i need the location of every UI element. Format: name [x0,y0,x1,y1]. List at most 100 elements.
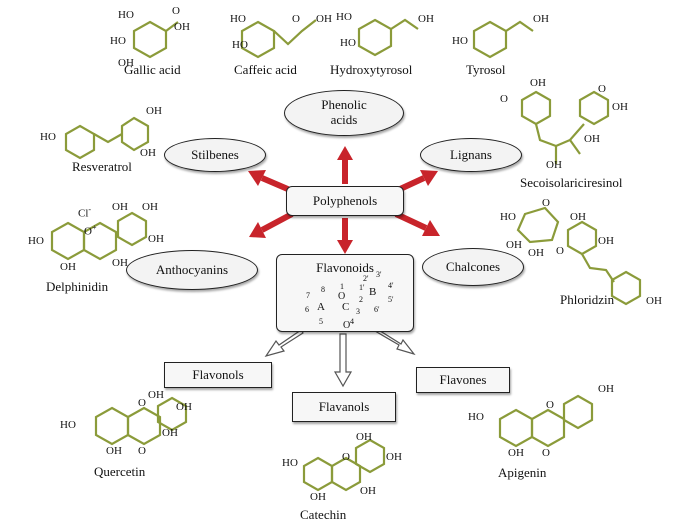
group-oh: OH [112,257,128,269]
group-o: O [138,445,146,457]
arrowhead-phenolic-acids [337,146,353,160]
polyphenols-node: Polyphenols [286,186,404,216]
group-o: O [598,83,606,95]
group-o: O+ [84,223,97,238]
group-oh: OH [316,13,332,25]
num-2: 2 [359,295,363,304]
num-8: 8 [321,285,325,294]
phloridzin-ring-b [610,270,642,306]
phenolic-acids-node: Phenolic acids [284,90,404,136]
group-ho: HO [500,211,516,223]
ring-label-c: C [342,301,350,313]
group-ho: HO [340,37,356,49]
num-6p: 6' [374,305,380,314]
phloridzin-ring-a [566,220,598,256]
group-oh: OH [546,159,562,171]
arrowhead-chalcones [422,220,440,236]
flavonols-node: Flavonols [164,362,272,388]
group-o: O [546,399,554,411]
num-5p: 5' [388,295,394,304]
group-o: O [292,13,300,25]
hollow-arrows [264,328,416,388]
group-oh: OH [584,133,600,145]
tyrosol-ring [472,20,508,59]
seco-ring-1 [520,90,552,126]
group-ho: HO [110,35,126,47]
gallic-acid-bond [165,21,179,32]
stilbenes-node: Stilbenes [164,138,266,172]
arrow-to-stilbenes [260,175,292,193]
group-oh: OH [112,201,128,213]
seco-bond-2 [569,139,581,155]
ring-oxygen: O [338,291,346,302]
group-oh: OH [310,491,326,503]
group-oh: OH [176,401,192,413]
carbonyl-oxygen: O [343,320,351,331]
group-ho: HO [60,419,76,431]
arrow-to-chalcones [394,211,428,231]
seco-ring-2 [578,90,610,126]
apigenin-ring-b [562,394,594,430]
group-oh: OH [646,295,662,307]
phloridzin-chain [581,253,615,283]
chalcones-node: Chalcones [422,248,524,286]
num-4p: 4' [388,281,394,290]
group-ho: HO [336,11,352,23]
flavanols-node: Flavanols [292,392,396,422]
group-ho: HO [232,39,248,51]
num-3: 3 [356,307,360,316]
ring-label-b: B [369,286,377,298]
group-oh: OH [530,77,546,89]
hollow-arrow-flavonols [264,329,304,358]
red-arrows [248,146,440,254]
anthocyanins-node: Anthocyanins [126,250,258,290]
group-oh: OH [146,105,162,117]
secoisolariciresinol-label: Secoisolariciresinol [520,175,623,190]
group-o: O [500,93,508,105]
resveratrol-bridge [93,133,123,144]
hollow-arrow-flavanols [333,333,353,388]
group-o: O [172,5,180,17]
group-oh: OH [506,239,522,251]
group-oh: OH [148,389,164,401]
num-6: 6 [305,305,309,314]
group-ho: HO [468,411,484,423]
num-5: 5 [319,317,323,326]
group-o: O [342,451,350,463]
group-oh: OH [106,445,122,457]
group-oh: OH [612,101,628,113]
hydroxytyrosol-label: Hydroxytyrosol [330,62,413,77]
structures [50,18,642,492]
group-ho: HO [28,235,44,247]
arrow-to-anthocyanins [260,211,294,233]
group-oh: OH [140,147,156,159]
group-ho: HO [282,457,298,469]
group-o: O [556,245,564,257]
group-o: O [542,447,550,459]
num-2p: 2' [363,274,369,283]
quercetin-ring-a [94,406,130,446]
group-oh: OH [162,427,178,439]
num-4: 4 [350,317,354,326]
group-ho: HO [452,35,468,47]
group-oh: OH [598,383,614,395]
tyrosol-label: Tyrosol [466,62,506,77]
group-oh: OH [418,13,434,25]
group-oh: OH [356,431,372,443]
resveratrol-label: Resveratrol [72,159,132,174]
delphinidin-label: Delphinidin [46,279,109,294]
group-oh: OH [598,235,614,247]
ring-label-a: A [317,301,325,313]
group-oh: OH [360,485,376,497]
apigenin-label: Apigenin [498,465,547,480]
flavones-node: Flavones [416,367,510,393]
num-1p: 1' [359,283,365,292]
tyrosol-chain [505,20,534,32]
hydroxytyrosol-ring [357,18,393,57]
phloridzin-sugar [516,206,560,244]
group-oh: OH [528,247,544,259]
catechin-label: Catechin [300,507,347,522]
delphinidin-ring-c [82,221,118,261]
apigenin-ring-c [530,408,566,448]
